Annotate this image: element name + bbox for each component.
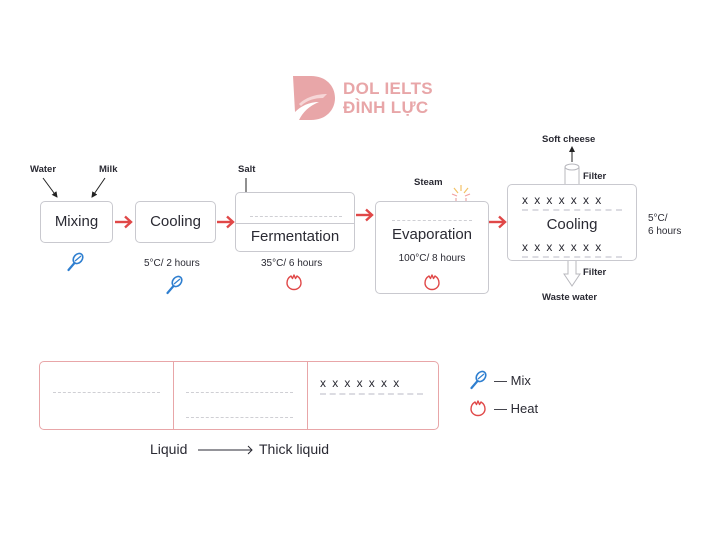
divider [236, 223, 354, 224]
curd-row: xxxxxxx [320, 376, 406, 390]
step-final-cooling-label: Cooling [546, 216, 598, 233]
filter-bottom-arrow-icon [563, 261, 581, 287]
flame-icon [424, 274, 440, 291]
input-milk-label: Milk [99, 164, 118, 175]
logo-line2: ĐÌNH LỰC [343, 98, 429, 117]
filter-bottom-label: Filter [583, 267, 607, 278]
output-soft-cheese-label: Soft cheese [542, 134, 596, 145]
step-mixing-label: Mixing [54, 213, 99, 230]
filter-top-label: Filter [583, 171, 607, 182]
step-fermentation-label: Fermentation [250, 228, 340, 245]
curd-underline-bottom [522, 256, 622, 258]
step-evaporation-condition: 100°C/ 8 hours [398, 253, 466, 264]
flow-arrow-icon [356, 208, 374, 222]
flow-arrow-icon [489, 215, 507, 229]
step-final-cooling: xxxxxxx Cooling xxxxxxx [507, 184, 637, 261]
legend-divider-1 [173, 362, 174, 429]
curd-row-bottom: xxxxxxx [522, 240, 608, 254]
step-cooling: Cooling [135, 201, 216, 243]
liquid-surface-line [250, 216, 342, 217]
steam-label: Steam [414, 177, 443, 188]
final-cooling-condition-1: 5°C/ [648, 213, 668, 224]
legend-divider-2 [307, 362, 308, 429]
caption-thick-liquid: Thick liquid [259, 441, 330, 457]
legend-mix-label: — Mix [494, 373, 531, 388]
whisk-icon [67, 252, 84, 272]
legend-heat-label: — Heat [494, 401, 539, 416]
caption-liquid: Liquid [150, 441, 188, 457]
liquid-line [53, 392, 160, 393]
flame-icon [286, 274, 302, 291]
logo-mark-icon [293, 76, 335, 120]
output-waste-water-label: Waste water [542, 292, 598, 303]
liquid-surface-line [392, 220, 472, 221]
whisk-icon [470, 370, 487, 390]
step-evaporation-label: Evaporation [391, 226, 473, 243]
arrow-right-icon [198, 445, 253, 455]
step-mixing: Mixing [40, 201, 113, 243]
step-fermentation: Fermentation [235, 192, 355, 252]
flame-icon [470, 400, 486, 417]
curd-underline [320, 393, 423, 395]
whisk-icon [166, 275, 183, 295]
step-fermentation-condition: 35°C/ 6 hours [261, 258, 323, 269]
thick-liquid-line-1 [186, 392, 293, 393]
thick-liquid-line-2 [186, 417, 293, 418]
step-cooling-condition: 5°C/ 2 hours [144, 258, 200, 269]
legend-caption: Liquid [150, 441, 187, 457]
flow-arrow-icon [115, 215, 133, 229]
input-salt-label: Salt [238, 164, 256, 175]
step-cooling-label: Cooling [150, 213, 201, 230]
curd-row-top: xxxxxxx [522, 193, 608, 207]
curd-underline-top [522, 209, 622, 211]
final-cooling-condition-2: 6 hours [648, 226, 682, 237]
input-water-label: Water [30, 164, 57, 175]
step-evaporation: Evaporation 100°C/ 8 hours [375, 201, 489, 294]
logo-line1: DOL IELTS [343, 79, 433, 98]
consistency-legend: xxxxxxx [39, 361, 439, 430]
flow-arrow-icon [217, 215, 235, 229]
